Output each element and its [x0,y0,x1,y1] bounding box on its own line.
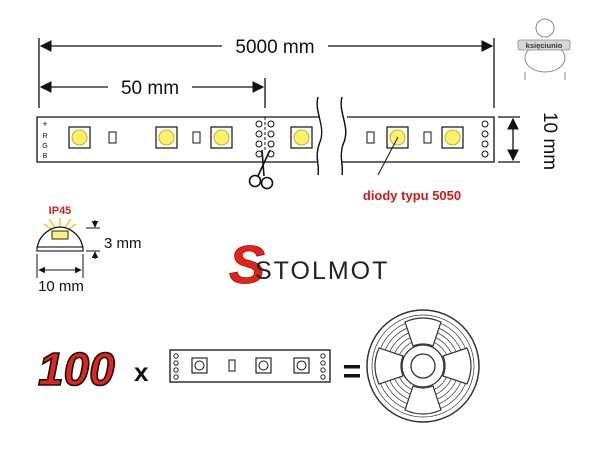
ip-rating-label: IP45 [49,205,72,217]
end-pads [481,120,489,158]
strip-width-dimension: 10 mm [498,112,560,170]
pad-label-g: G [42,143,47,150]
stolmot-logo: S STOLMOT [229,235,389,296]
strip-segment [169,349,331,383]
led-strip: + R G B [36,96,495,176]
diode-callout: diody typu 5050 [363,136,461,203]
segment-length-label: 50 mm [121,78,179,99]
total-length-label: 5000 mm [235,37,314,58]
strip-profile: IP45 3 mm 10 mm [36,205,142,295]
resistor [366,131,375,144]
diode-type-label: diody typu 5050 [363,188,461,203]
brand-name: STOLMOT [255,257,389,285]
resistor [192,131,201,144]
pad-label-plus: + [42,119,47,129]
equation: 100 x = [37,309,480,423]
led-chip [441,126,464,149]
segment-count: 100 [38,343,115,395]
multiply-sign: x [134,357,149,387]
profile-width-label: 10 mm [38,278,84,295]
equals-sign: = [343,353,362,389]
stolmot-logo-mark: S [229,235,265,295]
pad-label-b: B [43,153,48,160]
watermark-text: księciunio [526,41,563,50]
led-chip [290,126,313,149]
scissors-icon [248,149,274,190]
resistor [423,131,432,144]
strip-width-label: 10 mm [539,112,560,170]
led-chip [386,126,409,149]
led-chip [68,126,91,149]
led-chip [155,126,178,149]
resistor [228,359,236,372]
watermark-logo: księciunio [517,18,571,80]
resistor [108,131,117,144]
segment-length-dimension: 50 mm [39,78,266,108]
reel-icon [366,309,480,423]
profile-height-label: 3 mm [104,235,142,252]
pad-label-r: R [42,133,47,140]
led-chip [210,126,233,149]
total-length-dimension: 5000 mm [38,37,495,108]
